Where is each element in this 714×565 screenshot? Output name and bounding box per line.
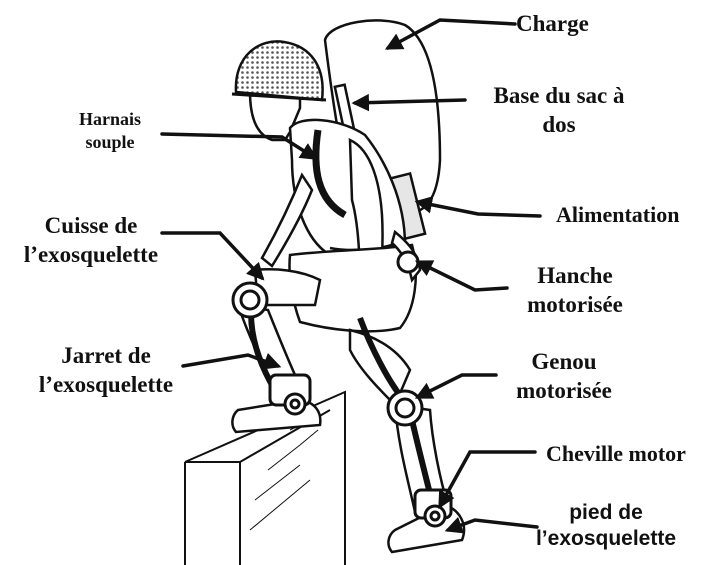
label-harnais-line1: Harnais: [62, 108, 158, 131]
label-genou: Genou motorisée: [496, 348, 632, 406]
arrow-cheville: [440, 452, 535, 506]
label-charge: Charge: [516, 10, 589, 39]
label-pied: pied de l’exosquelette: [526, 500, 686, 553]
label-hanche: Hanche motorisée: [505, 262, 645, 320]
arrow-genou: [418, 375, 496, 397]
label-cuisse-line1: Cuisse de: [2, 212, 180, 241]
arrow-alimentation: [418, 202, 540, 216]
label-harnais: Harnais souple: [62, 108, 158, 153]
label-genou-line2: motorisée: [496, 377, 632, 406]
label-alimentation: Alimentation: [556, 201, 679, 229]
label-jarret-line1: Jarret de: [18, 342, 194, 371]
label-base-sac-line1: Base du sac à: [474, 82, 644, 111]
label-jarret-line2: l’exosquelette: [18, 371, 194, 400]
label-cuisse-line2: l’exosquelette: [2, 241, 180, 270]
label-cuisse: Cuisse de l’exosquelette: [2, 212, 180, 270]
label-genou-line1: Genou: [496, 348, 632, 377]
label-jarret: Jarret de l’exosquelette: [18, 342, 194, 400]
label-harnais-line2: souple: [62, 131, 158, 154]
label-hanche-line1: Hanche: [505, 262, 645, 291]
label-base-sac: Base du sac à dos: [474, 82, 644, 140]
label-pied-line2: l’exosquelette: [526, 526, 686, 552]
label-base-sac-line2: dos: [474, 111, 644, 140]
hip-joint: [398, 252, 418, 272]
label-cheville: Cheville motor: [546, 440, 686, 468]
label-pied-line1: pied de: [526, 500, 686, 526]
label-hanche-line2: motorisée: [505, 291, 645, 320]
arrow-hanche: [418, 262, 507, 290]
